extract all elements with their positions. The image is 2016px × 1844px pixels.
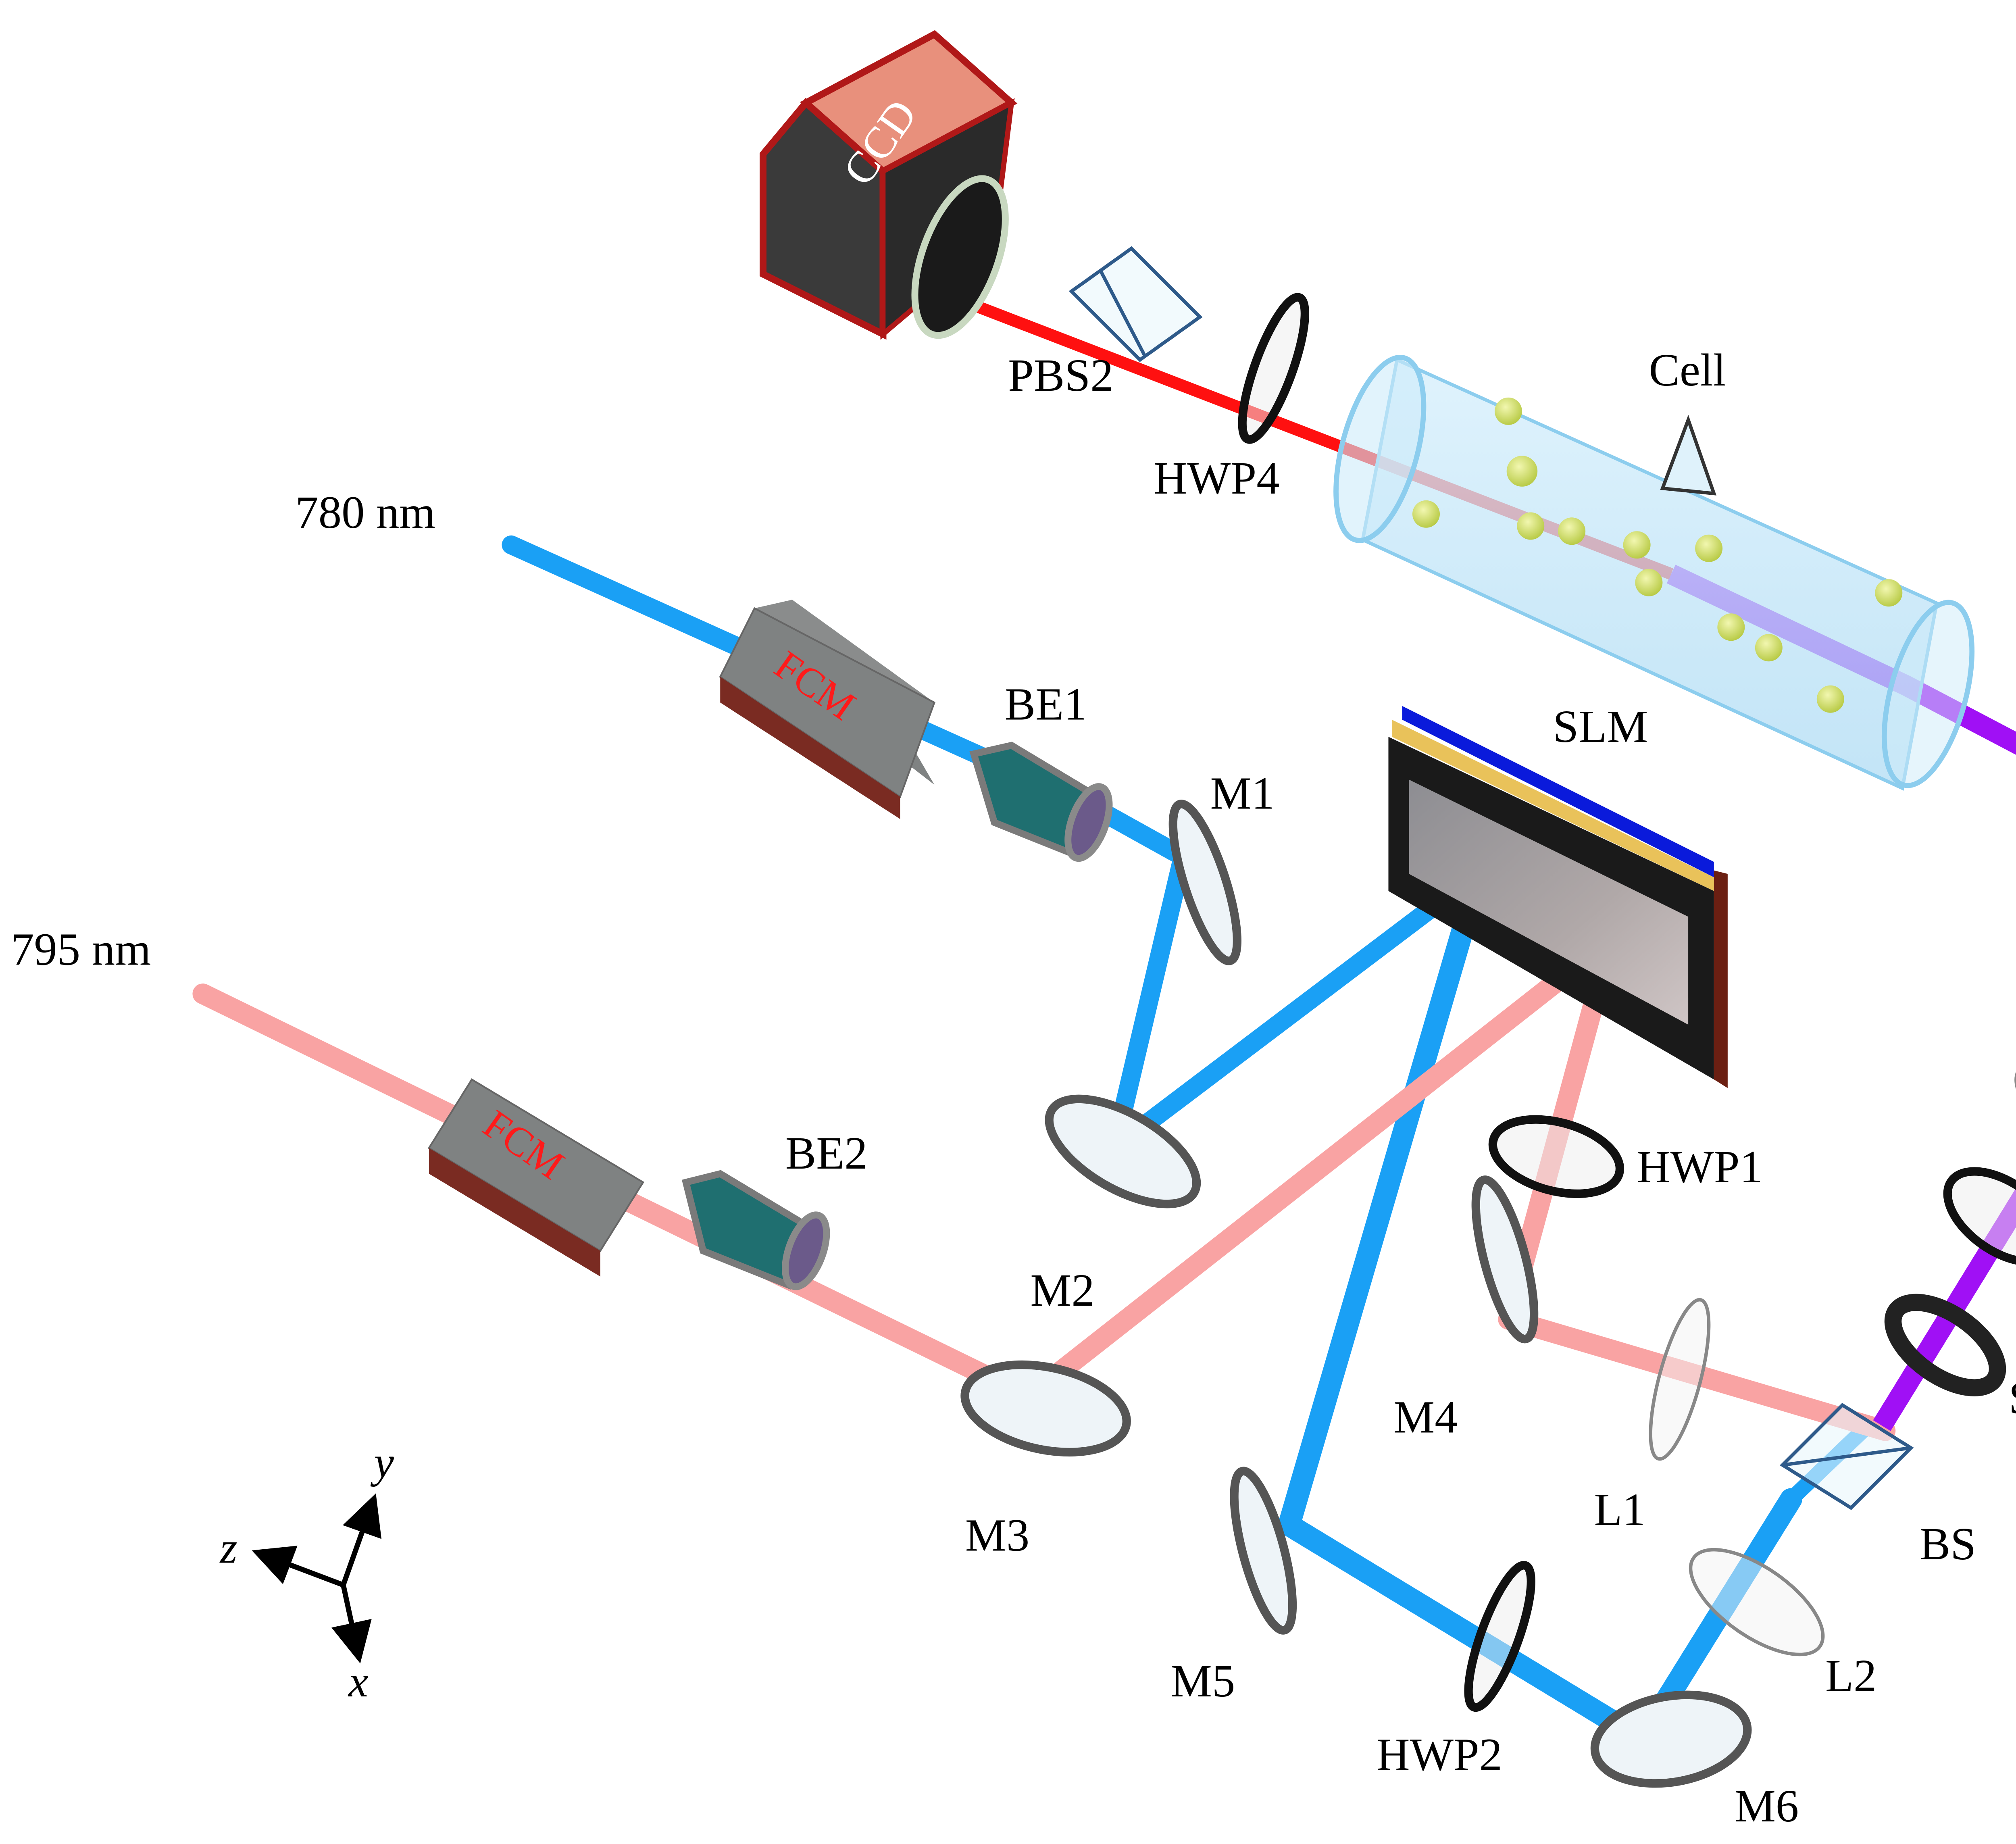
be2 [681, 1170, 830, 1290]
m4-label: M4 [1393, 1391, 1458, 1442]
hwp2-label: HWP2 [1377, 1729, 1502, 1780]
sf-label: SF [2009, 1373, 2016, 1424]
beam-780-to-m5 [1278, 880, 1802, 1750]
source-780-label: 780 nm [295, 487, 435, 538]
axis-y-label: y [370, 1438, 394, 1487]
fcm-795-left: FCM [427, 1078, 644, 1277]
hwp2 [1464, 1561, 1535, 1712]
lens-l1 [1649, 1298, 1711, 1461]
vapor-cell [1333, 354, 1975, 791]
cell-label: Cell [1649, 344, 1726, 396]
lenses [1649, 1059, 2016, 1656]
atoms [1412, 397, 1903, 713]
be1 [969, 742, 1113, 862]
m2-label: M2 [1030, 1265, 1094, 1316]
mirrors [960, 800, 1752, 1788]
axis-z-label: z [219, 1523, 237, 1572]
pbs2 [1068, 246, 1203, 362]
mirror-m6 [1590, 1690, 1752, 1788]
m1-label: M1 [1210, 768, 1275, 819]
axis-x-label: x [348, 1657, 368, 1706]
l1-label: L1 [1594, 1484, 1645, 1535]
ccd-camera: CCD [759, 30, 1018, 340]
l2-label: L2 [1825, 1650, 1876, 1701]
mirror-m4 [1471, 1175, 1539, 1344]
m3-label: M3 [965, 1510, 1029, 1561]
lens-l2 [1689, 1548, 1825, 1656]
axis-z-arrow [252, 1546, 344, 1588]
mirror-m1 [1168, 800, 1241, 965]
slm [1388, 706, 1728, 1088]
wave-plates [1464, 1115, 2016, 1712]
hwp4 [1238, 293, 1309, 444]
axis-x-arrow [331, 1584, 372, 1664]
pbs2-label: PBS2 [1008, 350, 1113, 401]
axis-y-arrow [341, 1493, 382, 1586]
m5-label: M5 [1171, 1655, 1235, 1706]
m6-label: M6 [1735, 1780, 1799, 1831]
beam-780-input [502, 535, 1475, 1158]
coordinate-axes: y z x [219, 1438, 394, 1706]
hwp1 [1488, 1115, 1624, 1198]
bs-label: BS [1920, 1518, 1976, 1569]
source-795-left-label: 795 nm [11, 923, 151, 975]
hwp1-label: HWP1 [1637, 1141, 1763, 1192]
slm-label: SLM [1553, 701, 1648, 752]
mirror-m2 [1045, 1094, 1201, 1208]
lens-l3 [2014, 1059, 2016, 1168]
mirror-m5 [1230, 1467, 1297, 1635]
spatial-filter [1884, 1294, 2006, 1396]
be2-label: BE2 [785, 1127, 868, 1179]
beam-splitter [1780, 1403, 1914, 1510]
fcm-780: FCM [719, 600, 936, 819]
hwp4-label: HWP4 [1154, 452, 1279, 504]
hwp3 [1943, 1167, 2016, 1266]
mirror-m3 [960, 1360, 1131, 1456]
be1-label: BE1 [1005, 679, 1087, 730]
